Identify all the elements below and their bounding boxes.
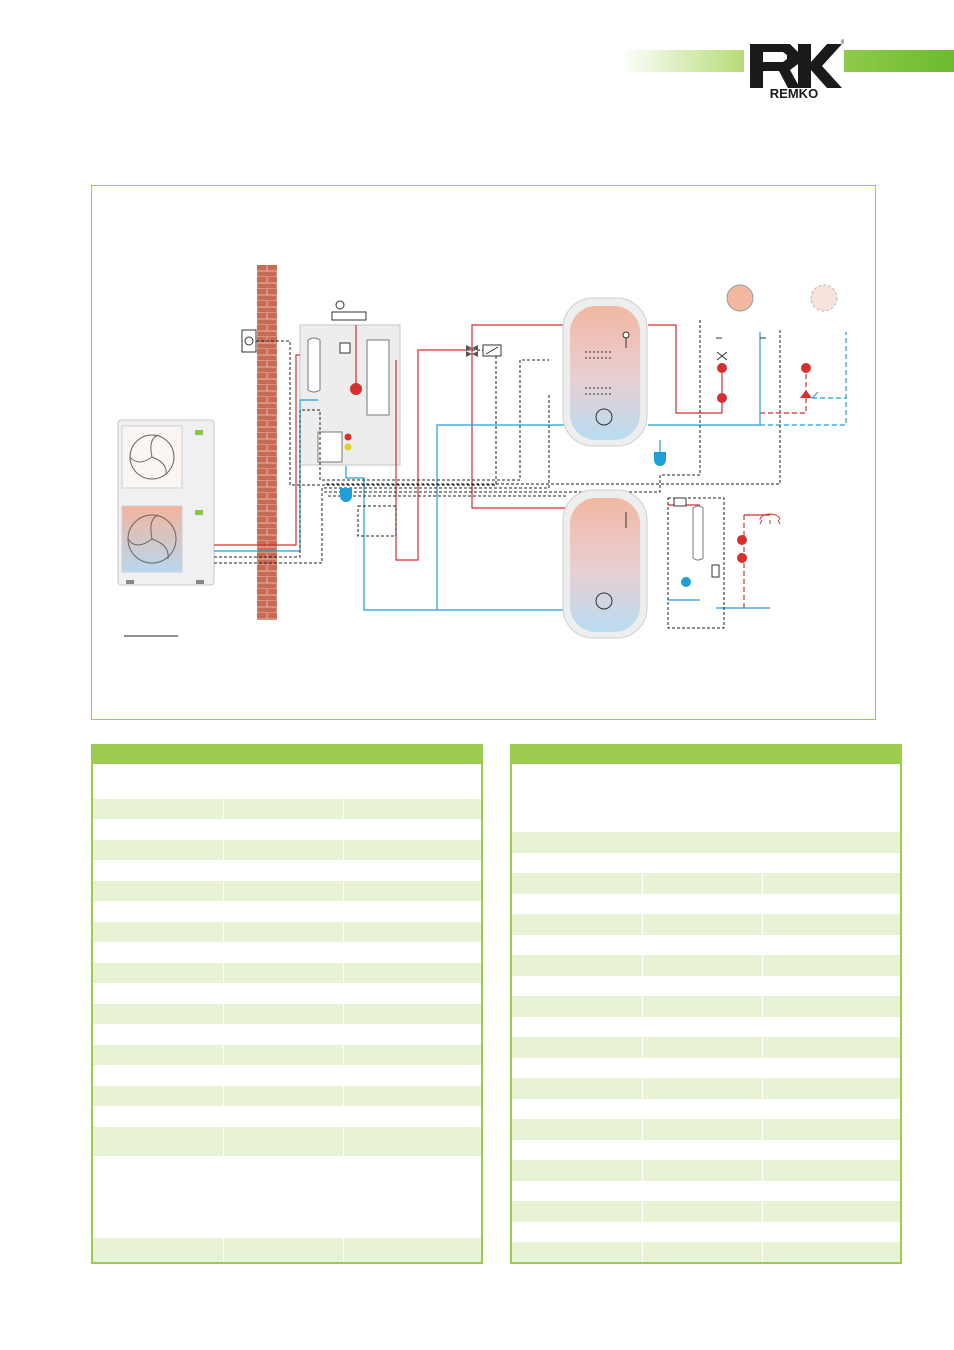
table-row [512,955,900,976]
logo-registered-mark: ® [841,39,844,46]
table-row [93,1127,481,1156]
table-row [512,1181,900,1201]
table-row [93,1024,481,1045]
remko-logo: REMKO ® [744,38,844,102]
table-row [512,1119,900,1140]
table-row [512,764,900,832]
table-row [93,881,481,901]
table-row [512,832,900,853]
table-row [93,901,481,922]
three-way-valve-icon [466,344,502,357]
logo-wordmark: REMKO [770,86,818,101]
expansion-vessel-icon [340,452,666,502]
heating-circuit-icon [716,284,766,403]
table-row [512,1037,900,1058]
indoor-module-icon [299,300,401,466]
table-row [512,1201,900,1222]
buffer-tank-icon [562,297,648,447]
table-row [512,935,900,955]
table-row [93,922,481,942]
table-row [512,914,900,935]
right-table-header [512,744,900,764]
table-row [93,1004,481,1024]
table-row [93,1156,481,1238]
table-row [512,1017,900,1037]
table-row [93,1106,481,1127]
brick-wall [257,265,277,620]
table-row [93,1065,481,1086]
diagram-frame [91,185,876,720]
outdoor-unit-icon [117,419,215,586]
right-table [510,744,902,1264]
table-row [93,799,481,819]
table-row [512,873,900,894]
table-row [512,1078,900,1099]
table-row [512,1222,900,1242]
table-row [93,860,481,881]
table-row [512,1160,900,1181]
table-row [93,764,481,799]
hydraulic-diagram [117,265,847,639]
table-row [93,1086,481,1106]
room-sensor-icon [241,329,257,353]
table-row [512,1058,900,1078]
fresh-water-station-icon [673,497,747,587]
table-row [93,963,481,983]
table-row [93,942,481,963]
table-row [93,819,481,840]
left-table-header [93,744,481,764]
table-row [512,894,900,914]
table-row [512,853,900,873]
table-row [512,1099,900,1119]
dhw-tank-icon [562,489,648,639]
table-row [512,1242,900,1262]
table-row [93,1238,481,1262]
heating-circuit-optional-icon [800,284,838,399]
left-table [91,744,483,1264]
table-row [93,840,481,860]
table-row [93,983,481,1004]
table-row [93,1045,481,1065]
table-row [512,976,900,996]
table-row [512,996,900,1017]
table-row [512,1140,900,1160]
logo-rk-icon [750,44,842,88]
shower-icon [759,513,781,525]
